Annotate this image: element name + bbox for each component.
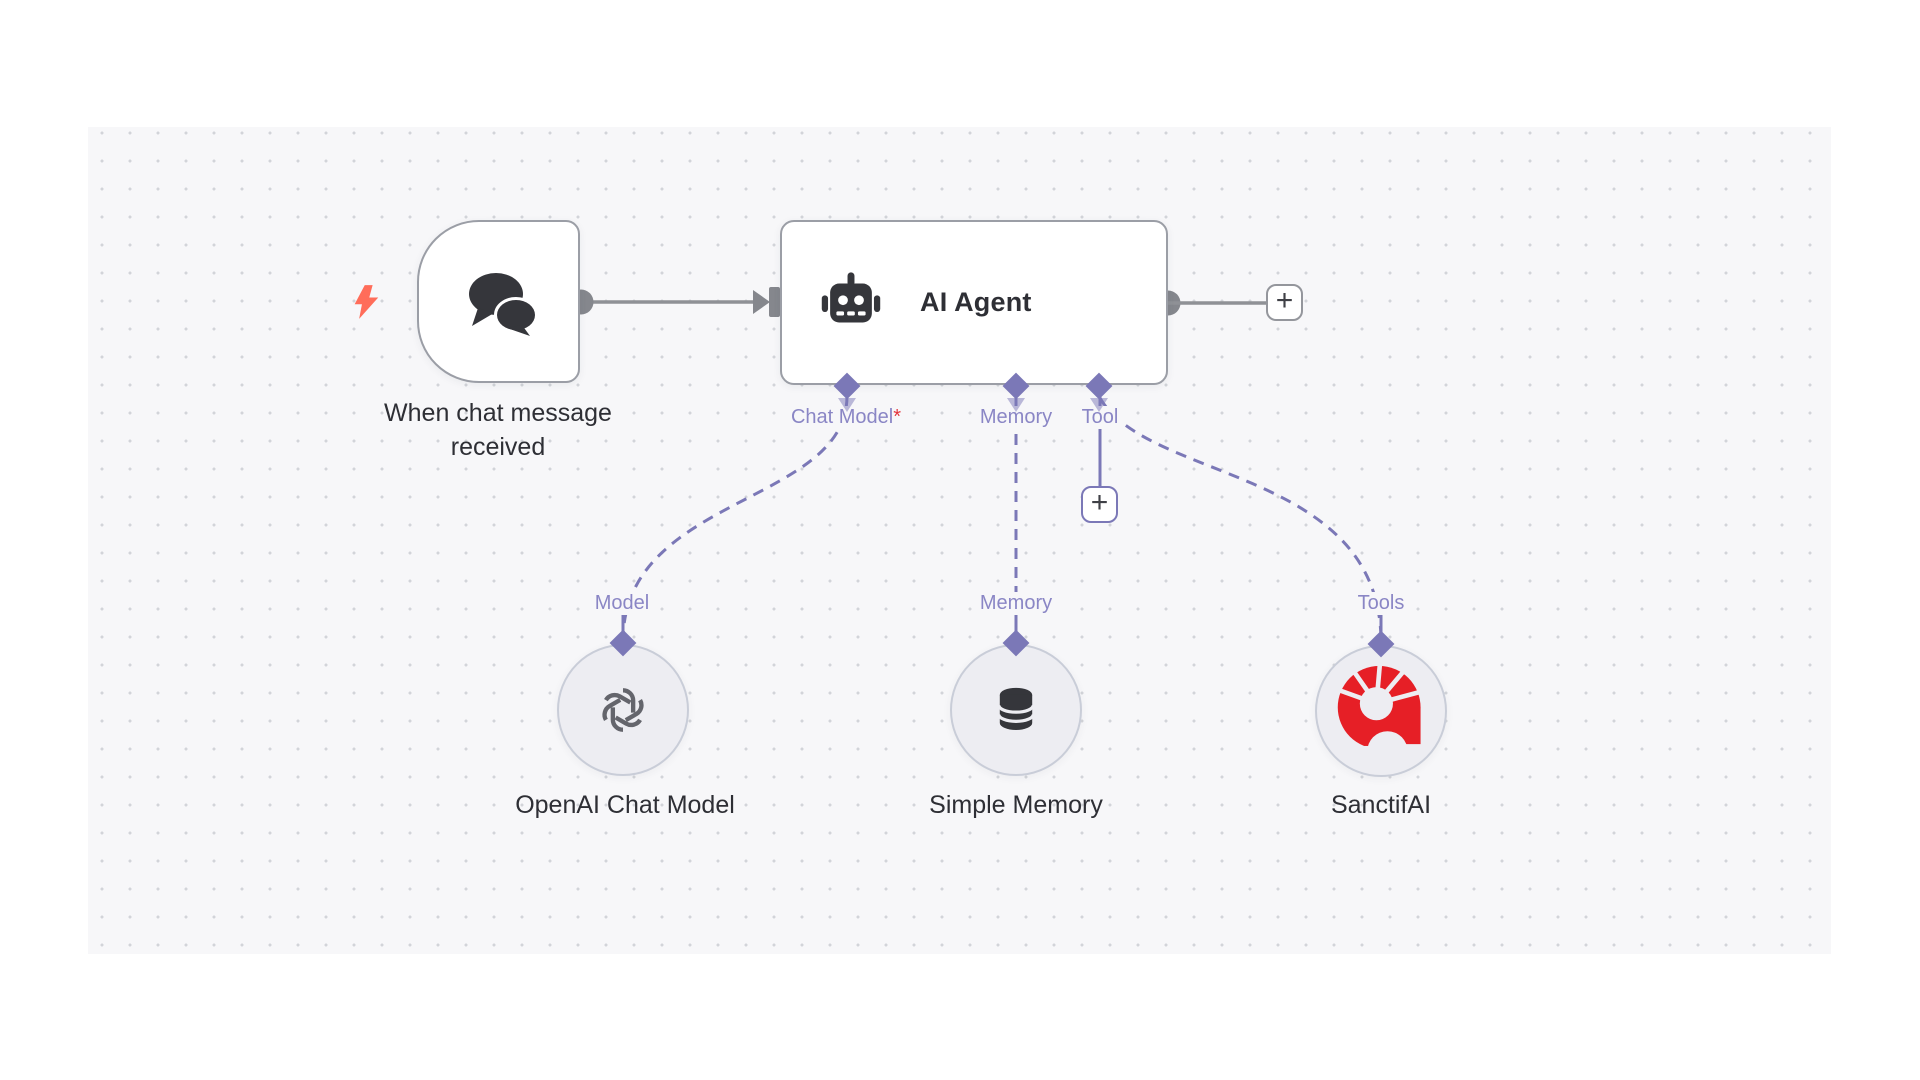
node-openai-chat-model[interactable] <box>557 644 689 776</box>
agent-node-title: AI Agent <box>920 287 1032 317</box>
node-chat-trigger[interactable] <box>417 220 580 383</box>
plus-icon: + <box>1090 486 1109 519</box>
node-sanctifai[interactable] <box>1315 645 1447 777</box>
connection-label-memory: Memory <box>974 592 1058 615</box>
sanctifai-logo-icon <box>1335 665 1427 757</box>
required-marker: * <box>893 406 902 428</box>
subnode-name-tools: SanctifAI <box>1330 791 1432 819</box>
robot-icon <box>821 271 881 322</box>
openai-logo-icon <box>602 688 644 732</box>
subnode-name-model: OpenAI Chat Model <box>515 791 735 819</box>
plus-icon: + <box>1275 284 1294 317</box>
database-icon <box>997 687 1035 730</box>
connection-label-model: Model <box>589 592 655 615</box>
lightning-bolt-icon <box>354 285 379 319</box>
node-ai-agent[interactable]: AI Agent <box>780 220 1168 385</box>
trigger-node-name: When chat message received <box>384 399 612 461</box>
chat-bubbles-icon <box>468 272 538 336</box>
subnode-name-memory: Simple Memory <box>929 791 1103 819</box>
node-simple-memory[interactable] <box>950 644 1082 776</box>
port-label-chat-model: Chat Model* <box>785 406 907 429</box>
add-next-node-button[interactable]: + <box>1266 284 1303 321</box>
port-label-tool: Tool <box>1076 406 1124 429</box>
connection-label-tools: Tools <box>1352 592 1410 615</box>
add-tool-button[interactable]: + <box>1081 486 1118 523</box>
port-label-memory: Memory <box>974 406 1058 429</box>
